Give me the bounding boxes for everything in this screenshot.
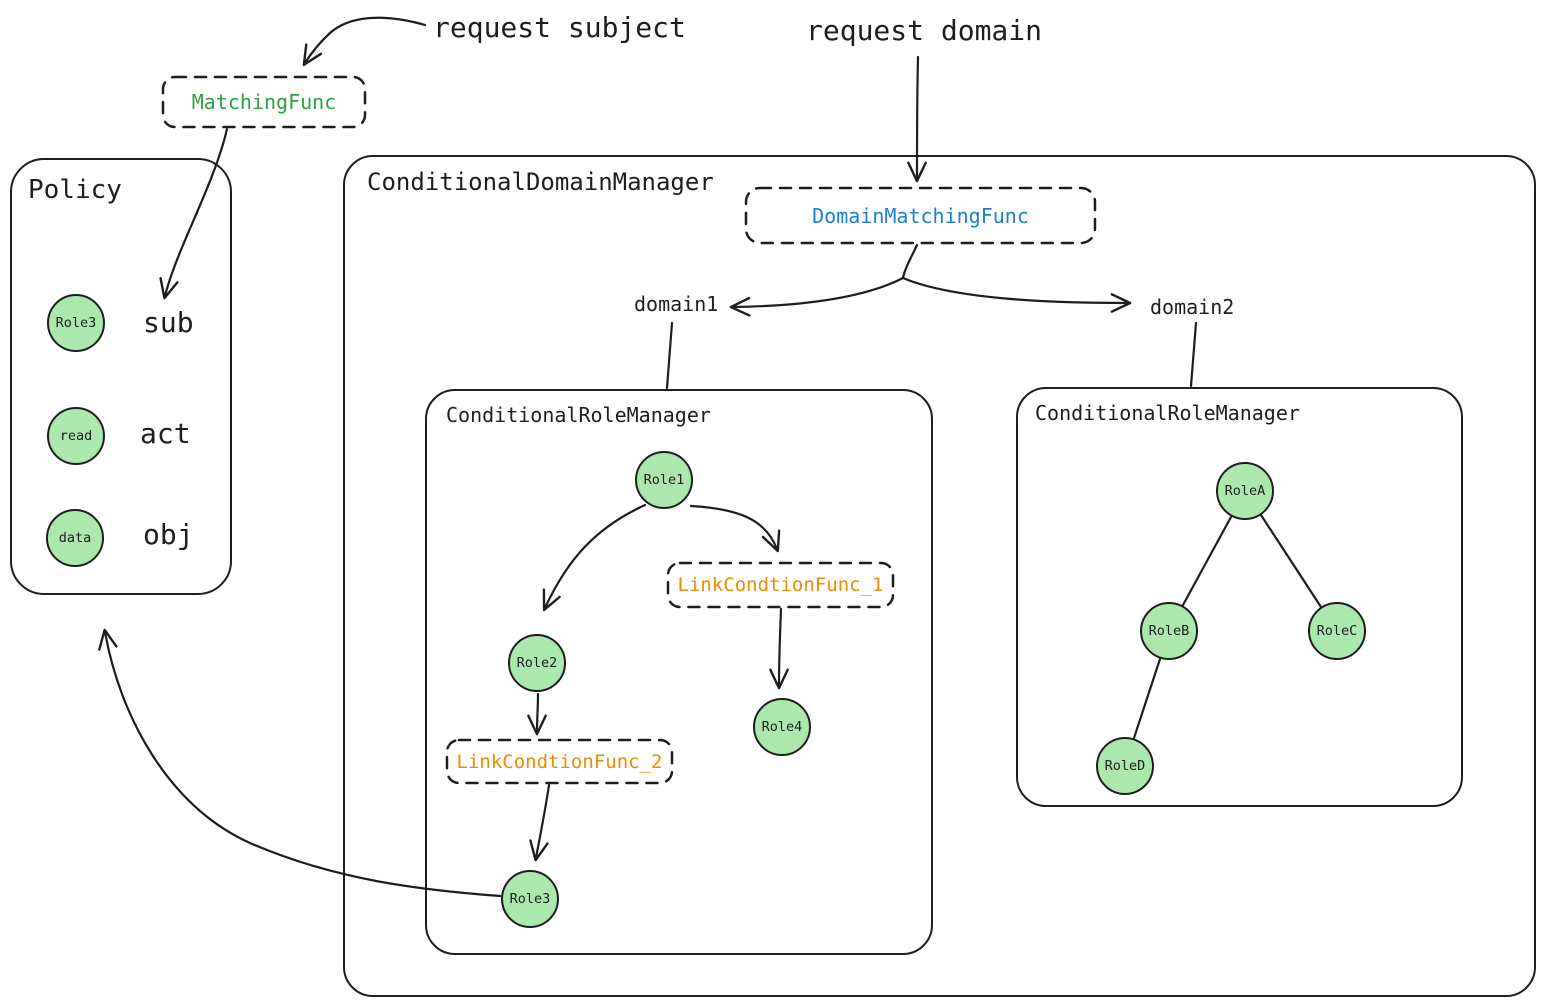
policy-title: Policy: [28, 175, 122, 205]
policy-sub-label: sub: [143, 306, 194, 339]
conditional-role-manager-2-title: ConditionalRoleManager: [1035, 401, 1300, 425]
role1-to-role2-arrow: [542, 503, 647, 612]
request-subject-label: request subject: [433, 11, 686, 44]
node-roleA-label: RoleA: [1224, 483, 1266, 499]
linkfunc2-to-role3-arrow: [529, 783, 551, 862]
role3-to-policy-arrow: [98, 628, 502, 898]
domain1-label: domain1: [634, 292, 719, 316]
node-roleA: RoleA: [1216, 462, 1274, 520]
conditional-role-manager-2-box: [1016, 387, 1463, 807]
node-role3: Role3: [501, 870, 559, 928]
link-condition-func-2-dashed-box: [445, 738, 674, 785]
roleA-roleB-line: [1181, 515, 1233, 607]
linkfunc1-to-role4-arrow: [769, 607, 789, 690]
node-roleB-label: RoleB: [1148, 623, 1190, 639]
policy-node-data: data: [46, 509, 104, 567]
node-roleC-label: RoleC: [1316, 623, 1358, 639]
node-roleB: RoleB: [1140, 602, 1198, 660]
matching-func-label: MatchingFunc: [191, 90, 337, 114]
conditional-domain-manager-box: [343, 155, 1536, 997]
policy-node-role3: Role3: [47, 294, 105, 352]
role2-to-linkfunc2-arrow: [527, 692, 547, 736]
matching-func-dashed-box: [161, 75, 367, 129]
node-role1-label: Role1: [643, 472, 685, 488]
link-condition-func-2-label: LinkCondtionFunc_2: [456, 750, 663, 773]
domain2-arrow: [901, 276, 1132, 313]
role1-to-linkfunc1-arrow: [689, 504, 781, 553]
domain2-connector-line: [1189, 321, 1198, 388]
request-subject-arrow: [302, 16, 427, 67]
domain-matching-func-dashed-box: [744, 186, 1097, 245]
conditional-domain-manager-title: ConditionalDomainManager: [367, 168, 714, 196]
domain2-label: domain2: [1150, 295, 1235, 319]
node-role4-label: Role4: [761, 719, 803, 735]
roleB-roleD-line: [1132, 657, 1162, 740]
policy-obj-label: obj: [143, 518, 194, 551]
domain1-arrow: [729, 276, 905, 317]
node-role3-label: Role3: [509, 891, 551, 907]
domain1-connector-line: [665, 321, 674, 390]
policy-box: [10, 158, 232, 595]
request-domain-arrow: [907, 55, 927, 183]
node-role1: Role1: [635, 451, 693, 509]
link-condition-func-1-dashed-box: [666, 561, 895, 609]
policy-node-read-label: read: [59, 428, 93, 444]
link-condition-func-1-label: LinkCondtionFunc_1: [677, 574, 884, 596]
node-roleD-label: RoleD: [1104, 758, 1146, 774]
request-domain-label: request domain: [806, 14, 1043, 47]
roleA-roleC-line: [1259, 513, 1323, 609]
matchingfunc-to-sub-arrow: [159, 127, 229, 300]
policy-node-role3-label: Role3: [55, 315, 97, 331]
domain-matching-func-label: DomainMatchingFunc: [812, 203, 1029, 228]
node-roleC: RoleC: [1308, 602, 1366, 660]
policy-node-read: read: [47, 407, 105, 465]
node-role2-label: Role2: [516, 655, 558, 671]
policy-node-data-label: data: [58, 530, 92, 546]
node-role4: Role4: [753, 698, 811, 756]
node-roleD: RoleD: [1096, 737, 1154, 795]
conditional-role-manager-1-box: [425, 389, 933, 955]
conditional-role-manager-1-title: ConditionalRoleManager: [446, 403, 711, 427]
policy-act-label: act: [140, 417, 191, 450]
node-role2: Role2: [508, 634, 566, 692]
domain-split-stem: [901, 243, 919, 280]
